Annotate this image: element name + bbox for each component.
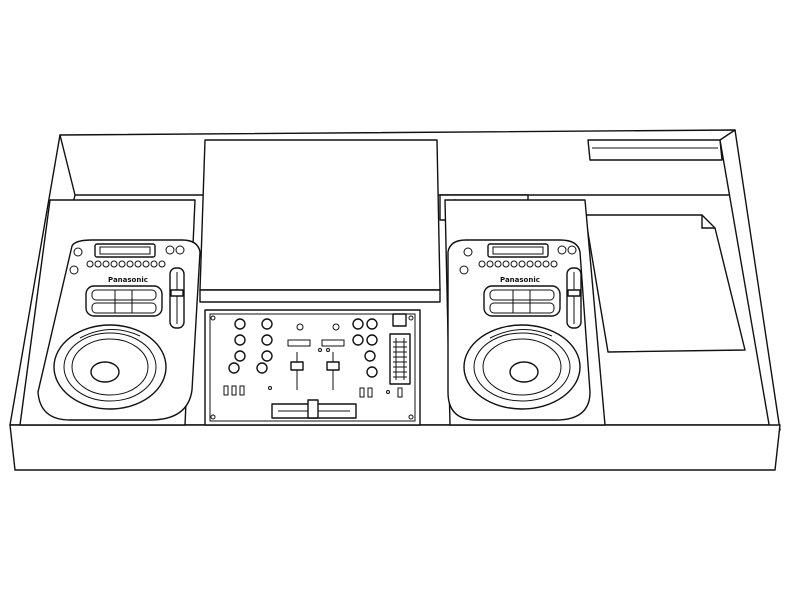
deck-right-buttons [463,245,577,268]
mixer-channel-1-knobs[interactable] [228,318,273,374]
mixer-channel-2-fader[interactable] [326,352,340,390]
case-front-face [9,424,781,471]
mixer-switches[interactable] [223,385,403,398]
mixer-level-meter [389,333,411,385]
deck-left-pitch-slider[interactable] [169,267,185,329]
mixer [204,309,421,426]
deck-left-brand: Panasonic [108,276,148,284]
deck-right-jog-wheel[interactable] [463,324,581,410]
mixer-cue-button[interactable] [392,313,407,327]
deck-left-buttons [73,245,185,268]
deck-right-brand: Panasonic [500,276,540,284]
back-slot [587,139,723,161]
deck-left-jog-wheel[interactable] [53,324,167,410]
mixer-channel-2-knobs[interactable] [352,318,378,378]
deck-right-pitch-slider[interactable] [566,267,582,329]
document-tray [584,214,746,353]
deck-right-transport [483,285,561,317]
mixer-channel-1-fader[interactable] [290,352,304,390]
deck-left-transport [85,285,163,317]
mixer-crossfader[interactable] [271,399,357,419]
deck-right: Panasonic [444,199,606,426]
laptop-stand [199,139,441,303]
deck-left: Panasonic [19,199,201,426]
